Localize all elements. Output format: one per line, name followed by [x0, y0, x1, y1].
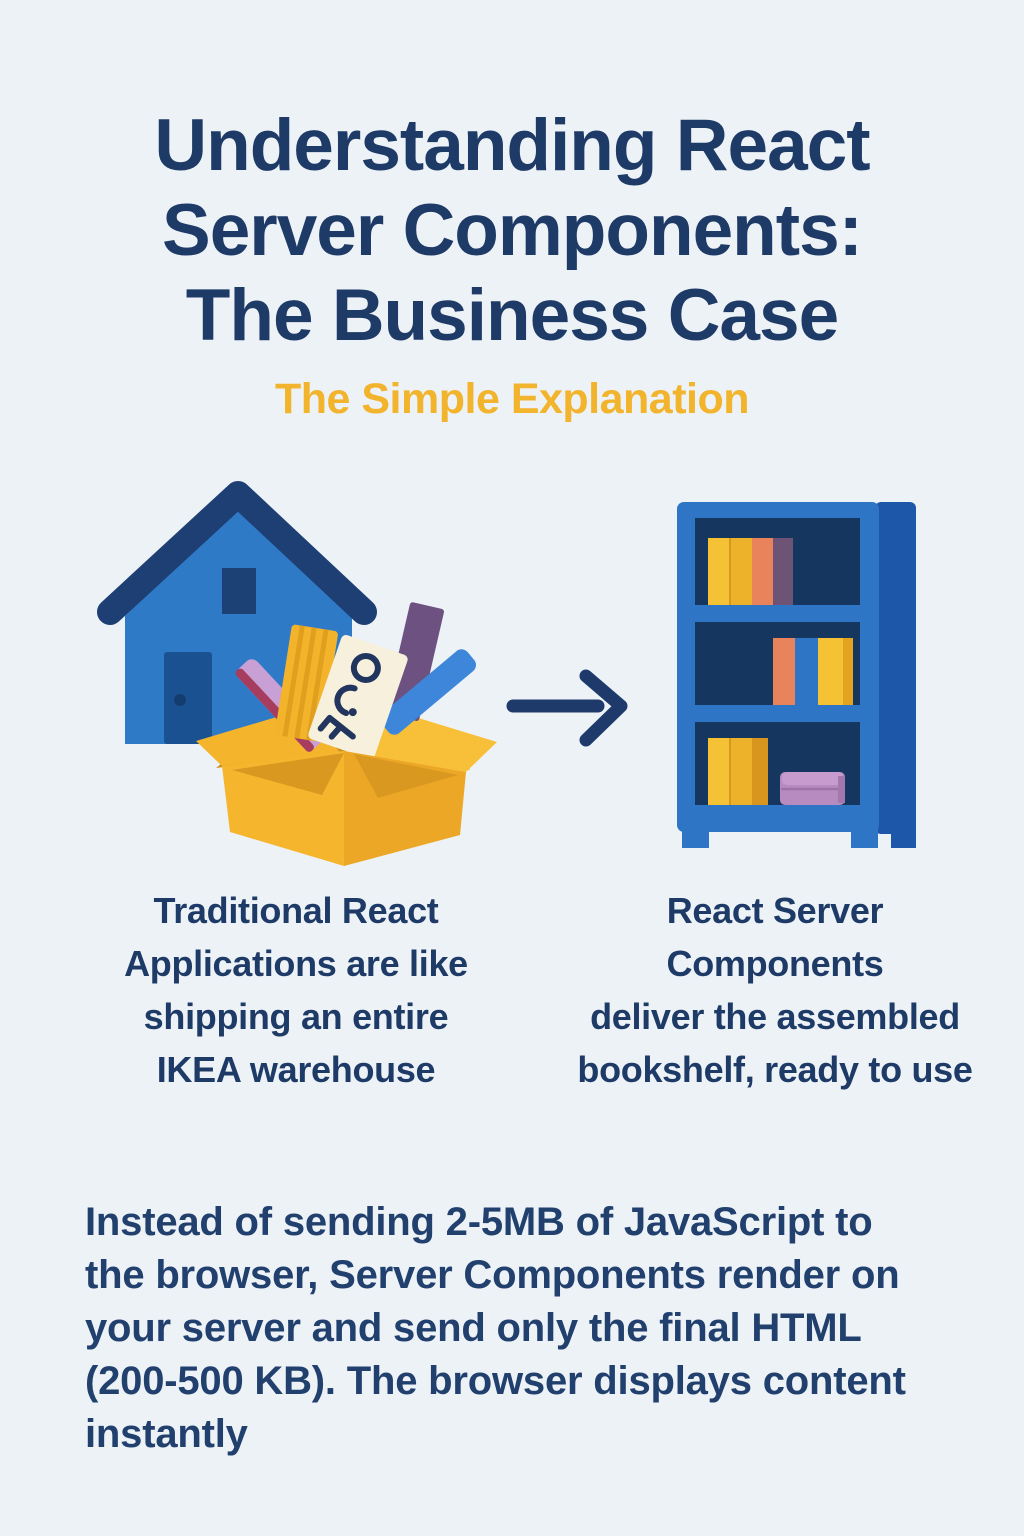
- right-arrow-icon: [506, 669, 628, 747]
- bookshelf-icon: [677, 502, 916, 848]
- comparison-illustration: [97, 481, 916, 866]
- shelf-leg: [891, 828, 916, 848]
- mauve-storage-box: [780, 772, 845, 805]
- house-window: [222, 568, 256, 614]
- body-text: Instead of sending 2-5MB of JavaScript t…: [85, 1200, 906, 1456]
- house-door: [164, 652, 212, 744]
- shelf-leg: [851, 828, 878, 848]
- page-title: Understanding React Server Components: T…: [154, 104, 870, 356]
- right-caption: React Server Components deliver the asse…: [577, 890, 973, 1090]
- moving-box-icon: [196, 602, 497, 866]
- blue-plank: [380, 649, 476, 735]
- instruction-card-icon: [308, 634, 408, 760]
- top-shelf-books: [708, 538, 793, 605]
- left-caption: Traditional React Applications are like …: [124, 890, 468, 1090]
- middle-shelf-books: [773, 638, 853, 705]
- purple-plank: [385, 602, 444, 721]
- shelf-leg: [682, 828, 709, 848]
- door-knob: [174, 694, 186, 706]
- section-subtitle: The Simple Explanation: [274, 375, 750, 423]
- bottom-shelf-books: [708, 738, 845, 805]
